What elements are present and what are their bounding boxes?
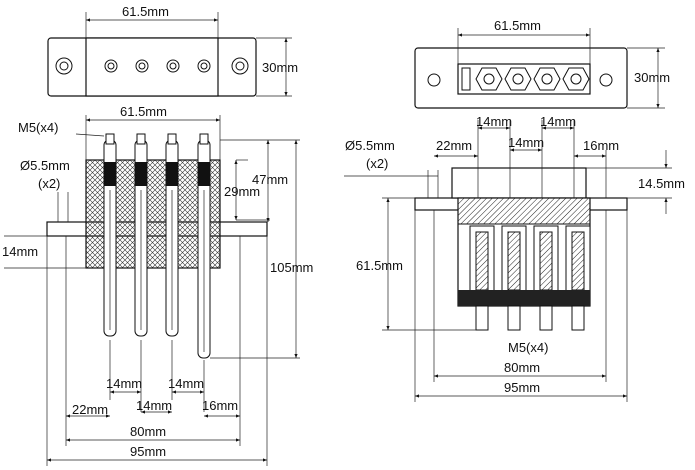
right-pitch-b-label: 14mm	[508, 135, 544, 150]
right-95mm-label: 95mm	[504, 380, 540, 395]
left-105mm-label: 105mm	[270, 260, 313, 275]
left-80mm-label: 80mm	[130, 424, 166, 439]
section-cells	[458, 225, 591, 306]
mounting-hole-right	[231, 57, 249, 75]
right-14-5mm-label: 14.5mm	[638, 176, 685, 191]
right-16mm-label: 16mm	[583, 138, 619, 153]
hex-nut	[475, 67, 503, 91]
left-hole-label-2: (x2)	[38, 176, 60, 191]
left-14mm-label: 14mm	[2, 244, 38, 259]
left-top-width-label: 61.5mm	[120, 104, 167, 119]
mounting-hole-right	[599, 73, 613, 87]
right-thread-label: M5(x4)	[508, 340, 548, 355]
terminal-stud	[166, 59, 180, 73]
mounting-hole-left	[427, 73, 441, 87]
left-29mm-label: 29mm	[224, 184, 260, 199]
right-section-view: Ø5.5mm (x2) 22mm 14mm 14mm 14mm 16mm 14.…	[344, 114, 685, 402]
left-22mm-label: 22mm	[72, 402, 108, 417]
left-pitch-c-label: 14mm	[168, 376, 204, 391]
left-front-view: 61.5mm M5(x4) Ø5.5mm (x2) 29mm 47mm 105m…	[2, 104, 313, 466]
left-16mm-label: 16mm	[202, 398, 238, 413]
terminal-rods	[103, 133, 211, 359]
cap	[451, 167, 587, 199]
right-22mm-label: 22mm	[436, 138, 472, 153]
left-pitch-b-label: 14mm	[136, 398, 172, 413]
right-pitch-a-label: 14mm	[476, 114, 512, 129]
top-right-view: 61.5mm 30mm	[414, 18, 670, 109]
top-right-height-label: 30mm	[634, 70, 670, 85]
right-80mm-label: 80mm	[504, 360, 540, 375]
top-left-height-label: 30mm	[262, 60, 298, 75]
bottom-studs	[475, 305, 585, 331]
left-47mm-label: 47mm	[252, 172, 288, 187]
right-61-5mm-label: 61.5mm	[356, 258, 403, 273]
top-left-width-label: 61.5mm	[122, 4, 169, 19]
terminal-stud	[104, 59, 118, 73]
left-hole-label-1: Ø5.5mm	[20, 158, 70, 173]
mounting-hole-left	[55, 57, 73, 75]
left-pitch-a-label: 14mm	[106, 376, 142, 391]
left-95mm-label: 95mm	[130, 444, 166, 459]
hex-nut	[533, 67, 561, 91]
top-right-width-label: 61.5mm	[494, 18, 541, 33]
top-left-view: 61.5mm 30mm	[47, 4, 298, 97]
hex-nut	[504, 67, 532, 91]
right-pitch-c-label: 14mm	[540, 114, 576, 129]
left-thread-label: M5(x4)	[18, 120, 58, 135]
right-hole-label-1: Ø5.5mm	[345, 138, 395, 153]
terminal-stud	[135, 59, 149, 73]
hex-nut	[562, 67, 590, 91]
right-hole-label-2: (x2)	[366, 156, 388, 171]
terminal-stud	[197, 59, 211, 73]
